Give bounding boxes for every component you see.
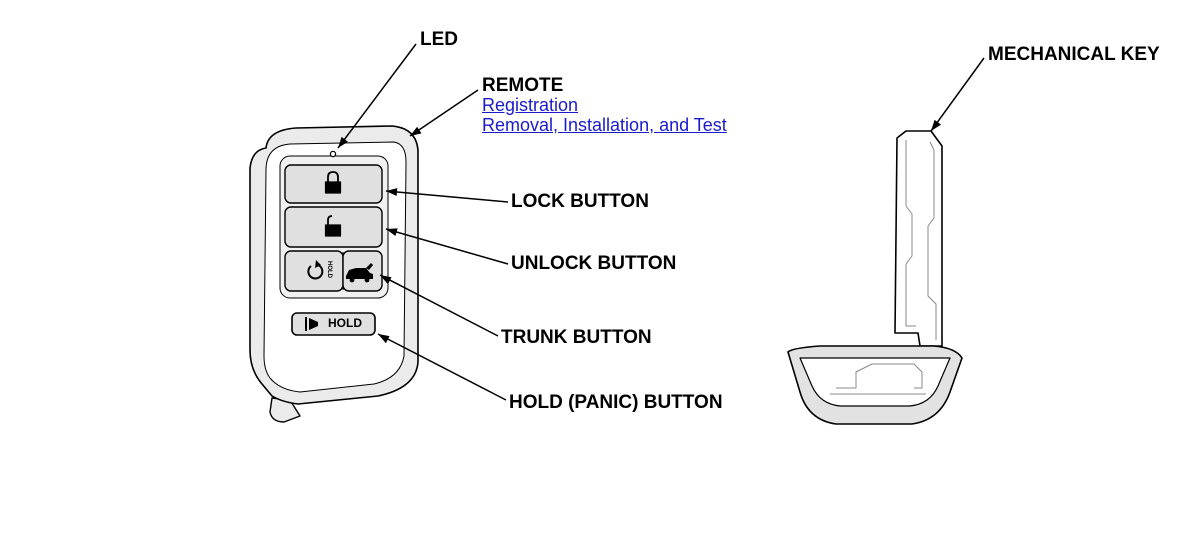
leader-remote bbox=[409, 89, 479, 137]
lock-closed-icon bbox=[324, 171, 342, 194]
arrowhead-lock bbox=[386, 188, 398, 196]
arrowhead-hold bbox=[378, 334, 390, 344]
leader-lock bbox=[385, 190, 509, 203]
start-button bbox=[284, 250, 344, 292]
label-remote: REMOTE bbox=[482, 75, 564, 96]
label-lock-button: LOCK BUTTON bbox=[511, 191, 649, 212]
link-registration[interactable]: Registration bbox=[482, 95, 579, 115]
leader-unlock bbox=[385, 228, 509, 265]
leader-lines bbox=[337, 43, 985, 401]
leader-arrowheads bbox=[338, 119, 942, 344]
hold-panic-button bbox=[291, 312, 376, 336]
hold-button-text: HOLD bbox=[328, 316, 362, 330]
lock-open-icon bbox=[324, 215, 342, 237]
trunk-car-icon bbox=[346, 263, 373, 283]
key-head-step bbox=[836, 363, 923, 389]
remote-start-icon bbox=[307, 264, 324, 280]
mechanical-key bbox=[787, 130, 963, 425]
leader-led bbox=[337, 43, 417, 149]
trunk-hold-text: HOLD bbox=[326, 261, 332, 278]
leader-trunk bbox=[379, 274, 499, 337]
remote-fob bbox=[249, 125, 419, 423]
label-led: LED bbox=[420, 29, 458, 50]
arrowhead-remote bbox=[410, 126, 422, 136]
label-mechanical-key: MECHANICAL KEY bbox=[988, 44, 1160, 65]
remote-start-arrow bbox=[315, 260, 321, 268]
link-removal-installation-test[interactable]: Removal, Installation, and Test bbox=[482, 115, 727, 135]
arrowhead-unlock bbox=[386, 228, 398, 236]
label-unlock-button: UNLOCK BUTTON bbox=[511, 253, 677, 274]
arrowhead-led bbox=[338, 136, 348, 148]
label-trunk-button: TRUNK BUTTON bbox=[501, 327, 652, 348]
arrowhead-trunk bbox=[380, 275, 392, 285]
label-hold-panic-button: HOLD (PANIC) BUTTON bbox=[509, 392, 723, 413]
leader-key bbox=[930, 57, 985, 132]
leader-hold bbox=[377, 333, 507, 401]
arrowhead-key bbox=[931, 119, 942, 131]
key-head-inner bbox=[799, 357, 951, 407]
key-blade-groove bbox=[905, 140, 916, 327]
fob-bottom-tab bbox=[269, 397, 301, 423]
led-indicator bbox=[329, 150, 337, 158]
key-blade bbox=[894, 130, 943, 347]
horn-icon bbox=[305, 317, 318, 331]
key-blade-groove-2 bbox=[927, 141, 937, 340]
